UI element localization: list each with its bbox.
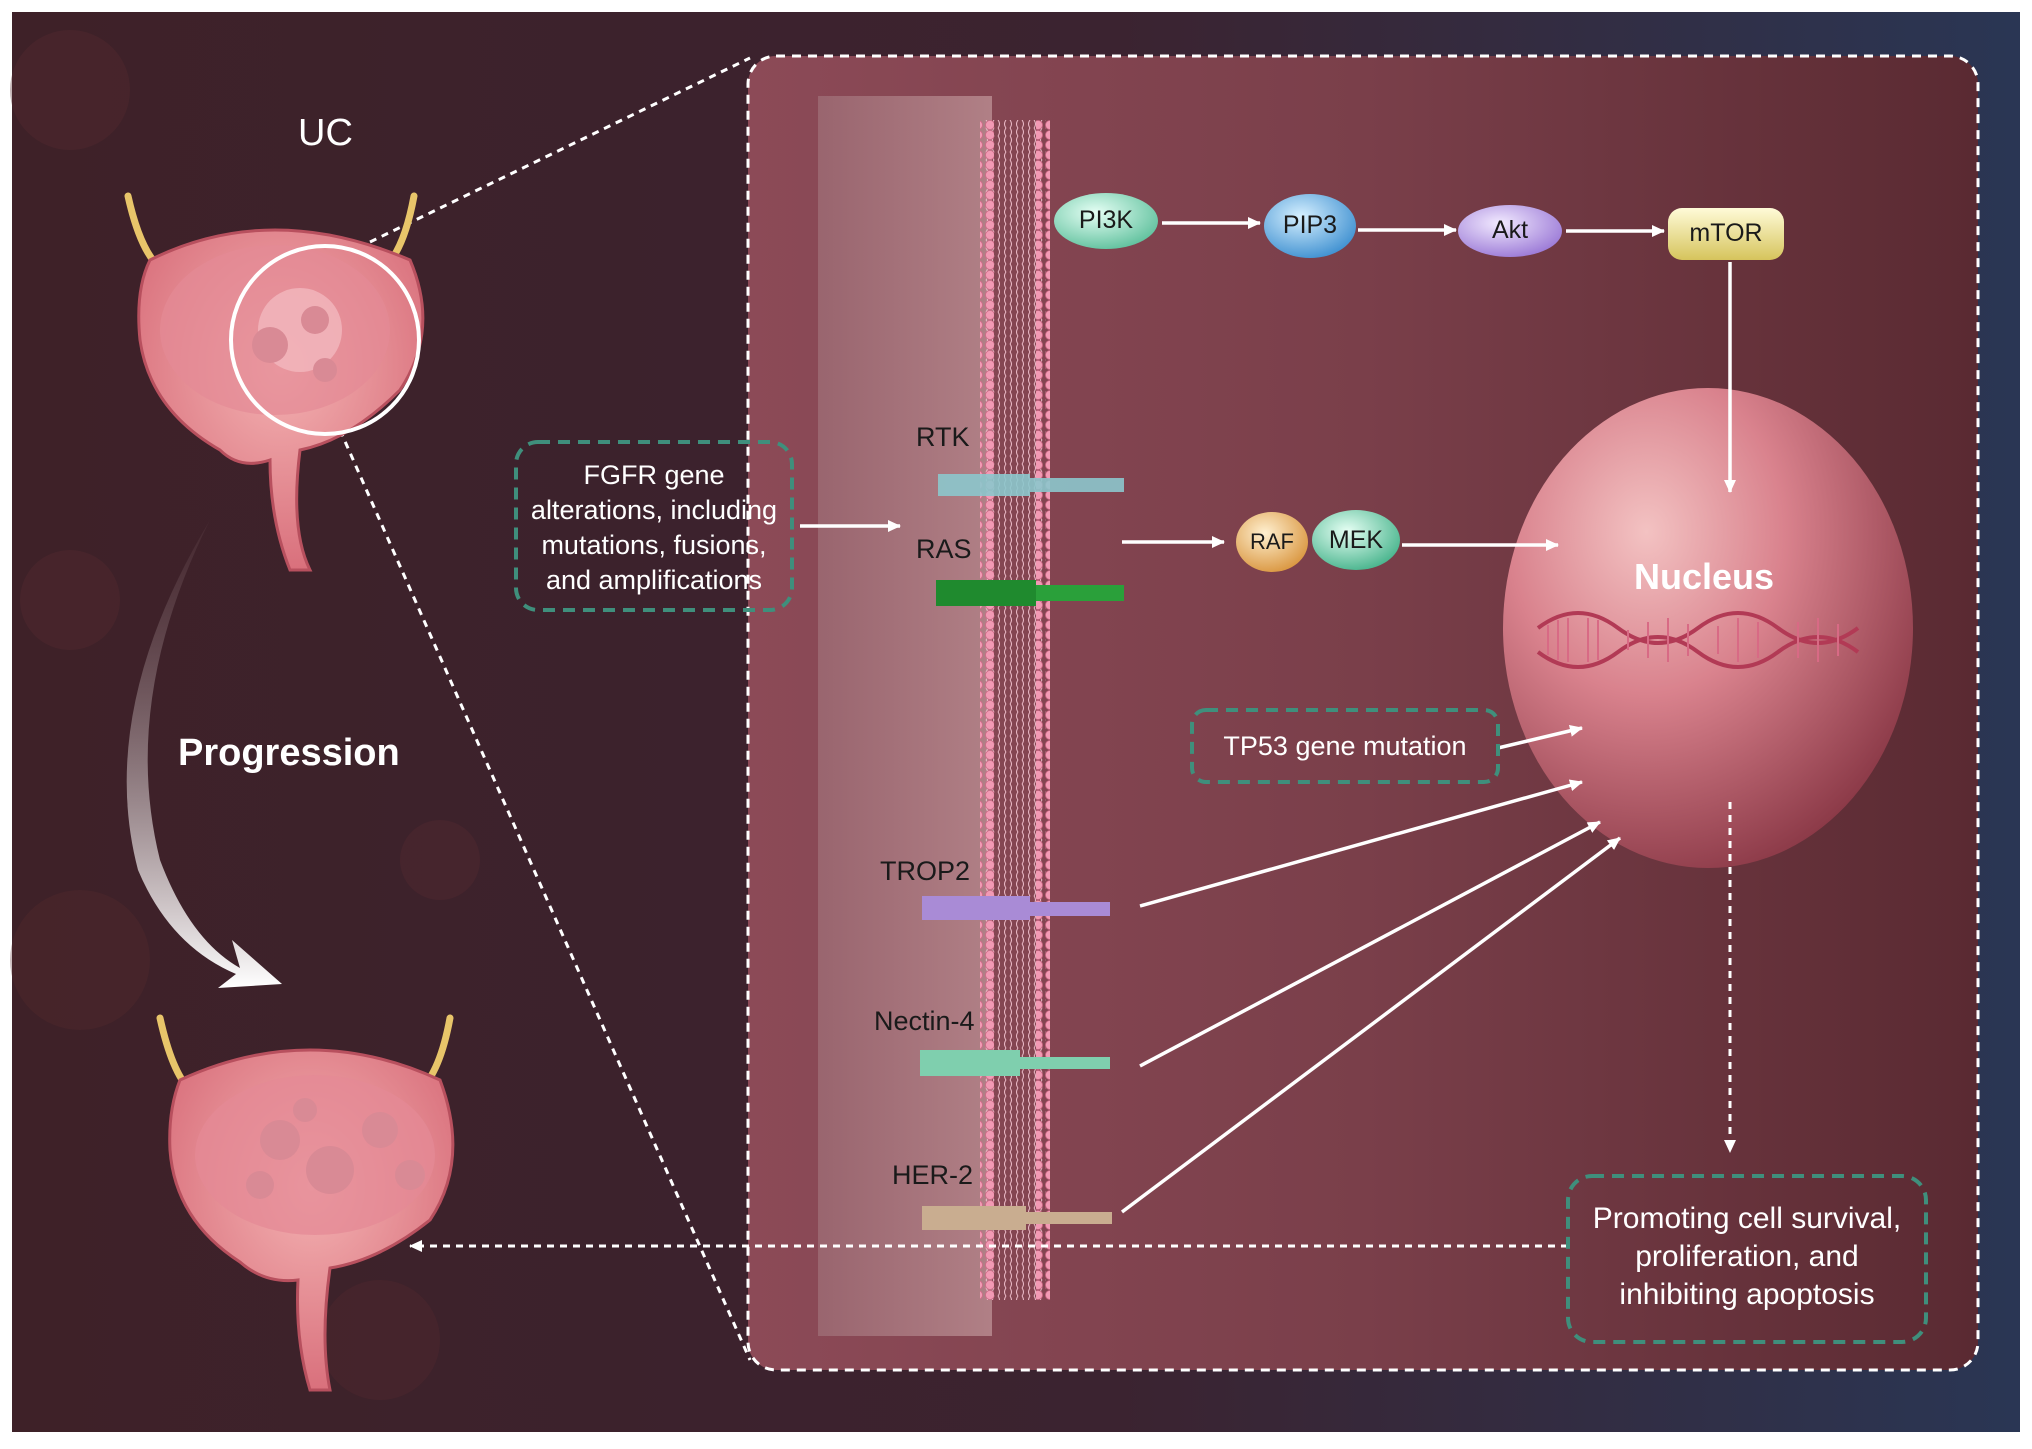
- receptor-nectin4: [920, 1050, 1110, 1076]
- zoom-circle: [229, 244, 421, 436]
- progression-label: Progression: [178, 732, 400, 774]
- cell-panel-border: [746, 54, 1980, 1372]
- ras-label: RAS: [916, 534, 972, 564]
- mtor-label: mTOR: [1689, 219, 1763, 247]
- zoom-line-bottom: [338, 429, 752, 1361]
- outcome-box-text: Promoting cell survival, proliferation, …: [1592, 1202, 1902, 1311]
- nucleus-label: Nucleus: [1634, 556, 1775, 597]
- rtk-label: RTK: [916, 422, 970, 452]
- fgfr-box-text: FGFR gene alterations, including mutatio…: [530, 460, 778, 595]
- her2-label: HER-2: [892, 1160, 974, 1190]
- trop2-label: TROP2: [880, 856, 971, 886]
- bladder-early: [124, 192, 425, 572]
- pi3k-label: PI3K: [1078, 206, 1134, 234]
- arrow-her2-nucleus: [1120, 836, 1622, 1214]
- nucleus: [1503, 388, 1913, 868]
- bladder-advanced: [156, 1014, 455, 1392]
- cell-panel: [748, 56, 1978, 1370]
- pip3-label: PIP3: [1282, 211, 1338, 239]
- cell-membrane: [980, 120, 1050, 1300]
- receptor-trop2: [922, 896, 1110, 920]
- tp53-box: [1190, 708, 1500, 784]
- arrow-trop2-nucleus: [1139, 779, 1583, 908]
- outcome-box: [1566, 1174, 1928, 1344]
- mek-label: MEK: [1328, 526, 1384, 554]
- raf-label: RAF: [1250, 529, 1294, 554]
- node-raf: [1236, 512, 1308, 572]
- receptor-her2: [922, 1206, 1112, 1230]
- arrow-nectin4-nucleus: [1139, 820, 1601, 1068]
- node-akt: [1458, 205, 1562, 257]
- node-pi3k: [1054, 193, 1158, 249]
- node-mtor: [1668, 208, 1784, 260]
- uc-label: UC: [298, 112, 353, 154]
- receptor-ras: [936, 580, 1124, 606]
- zoom-line-top: [369, 56, 751, 244]
- tp53-box-text: TP53 gene mutation: [1223, 731, 1467, 761]
- fgfr-box: [514, 440, 794, 612]
- node-pip3: [1264, 194, 1356, 258]
- nectin4-label: Nectin-4: [874, 1006, 975, 1036]
- dna-icon: [1536, 611, 1860, 669]
- node-mek: [1312, 510, 1400, 570]
- akt-label: Akt: [1491, 216, 1529, 244]
- arrow-tp53-nucleus: [1497, 724, 1583, 750]
- extracellular-band: [818, 96, 992, 1336]
- receptor-rtk: [938, 474, 1124, 496]
